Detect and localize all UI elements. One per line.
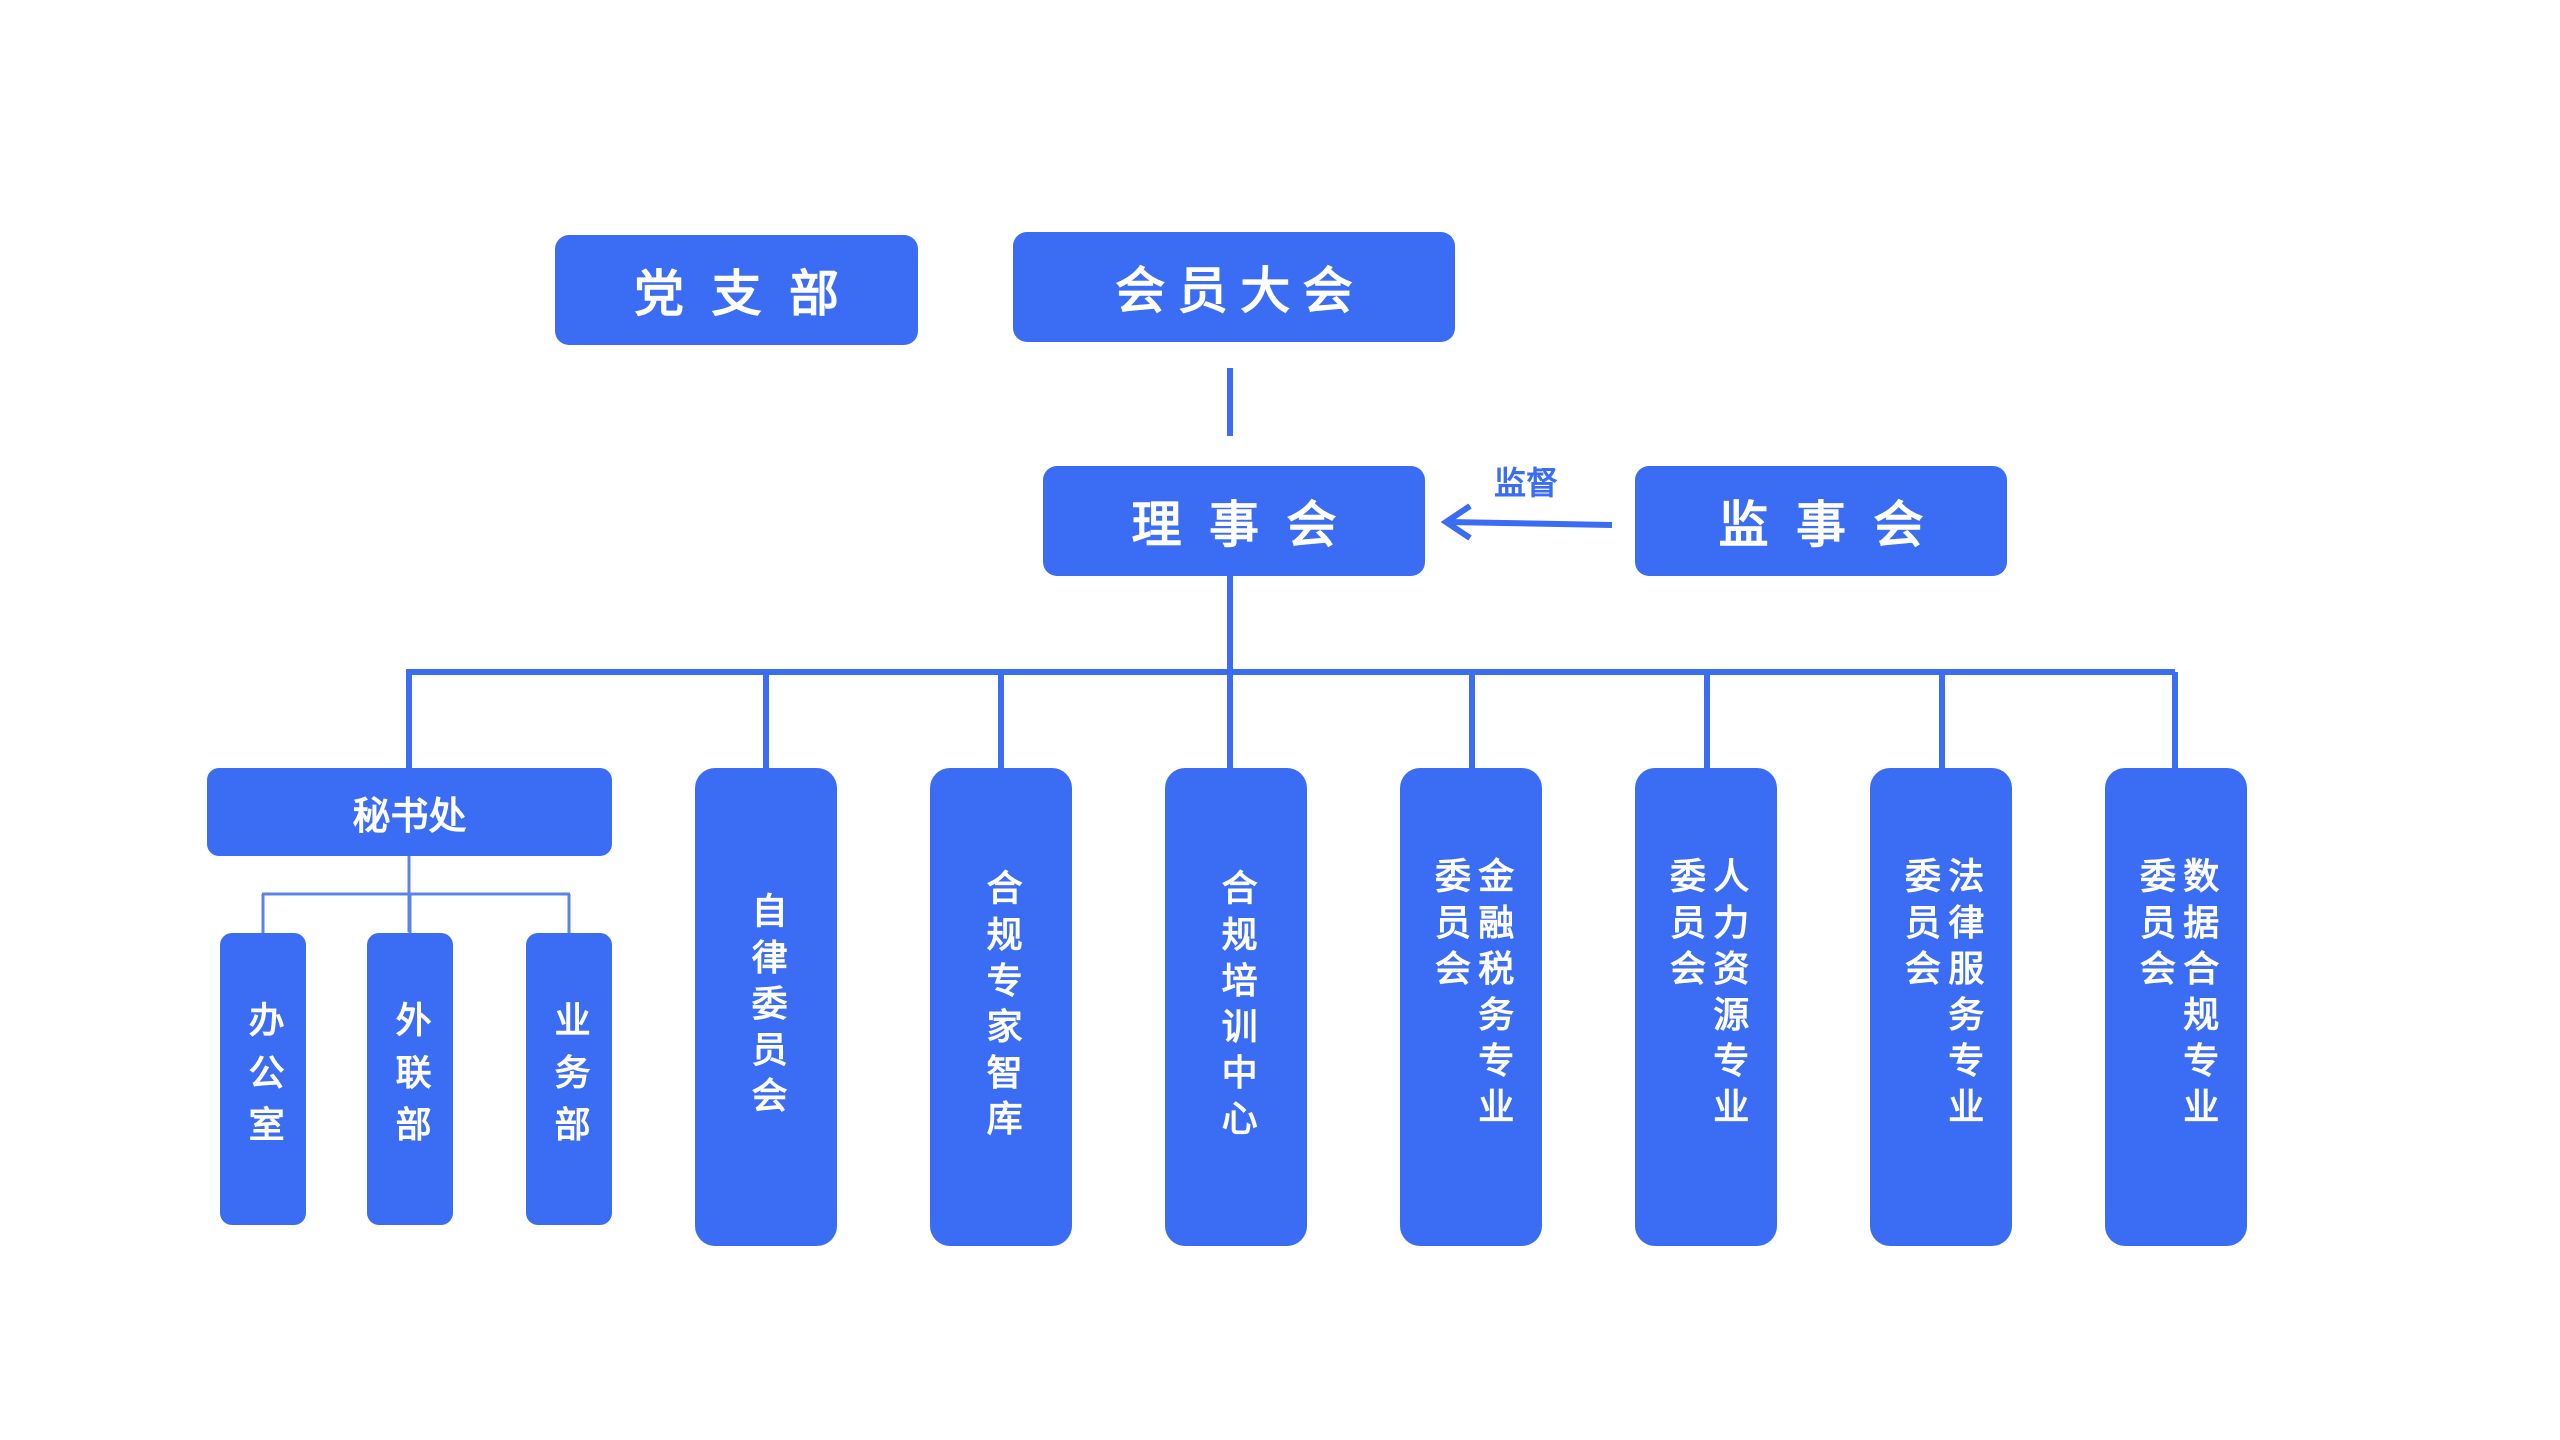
supervise-arrowhead	[1440, 503, 1472, 541]
office-label-2: 外联部	[389, 1000, 431, 1158]
committee-label-7: 数据合规专业委员会	[2134, 857, 2219, 1134]
office-label-1: 办公室	[242, 1000, 284, 1158]
office-box-3: 业务部	[526, 933, 612, 1225]
committee-box-6: 法律服务专业委员会	[1870, 768, 2012, 1246]
committee-box-3: 合规培训中心	[1165, 768, 1307, 1246]
office-box-2: 外联部	[367, 933, 453, 1225]
supervisory-board-box: 监事会	[1635, 466, 2007, 576]
secretariat-box: 秘书处	[207, 768, 612, 856]
committee-label-6: 法律服务专业委员会	[1899, 857, 1984, 1134]
committee-label-3: 合规培训中心	[1215, 868, 1257, 1146]
supervisory-board-label: 监事会	[1718, 496, 1951, 554]
council-label: 理事会	[1131, 496, 1364, 554]
secretariat-label: 秘书处	[352, 793, 467, 838]
committee-box-1: 自律委员会	[695, 768, 837, 1246]
general-assembly-label: 会员大会	[1115, 262, 1366, 320]
party-branch-label: 党支部	[634, 265, 867, 323]
supervise-arrow-line	[1447, 519, 1613, 528]
committee-label-5: 人力资源专业委员会	[1664, 857, 1749, 1134]
committee-label-2: 合规专家智库	[980, 868, 1022, 1146]
office-box-1: 办公室	[220, 933, 306, 1225]
council-box: 理事会	[1043, 466, 1425, 576]
committee-box-4: 金融税务专业委员会	[1400, 768, 1542, 1246]
committee-label-4: 金融税务专业委员会	[1429, 857, 1514, 1134]
committee-box-5: 人力资源专业委员会	[1635, 768, 1777, 1246]
supervise-label: 监督	[1493, 464, 1558, 502]
committee-box-2: 合规专家智库	[930, 768, 1072, 1246]
office-label-3: 业务部	[548, 1000, 590, 1158]
party-branch-box: 党支部	[555, 235, 918, 345]
committee-label-1: 自律委员会	[745, 891, 787, 1123]
committee-box-7: 数据合规专业委员会	[2105, 768, 2247, 1246]
general-assembly-box: 会员大会	[1013, 232, 1455, 342]
